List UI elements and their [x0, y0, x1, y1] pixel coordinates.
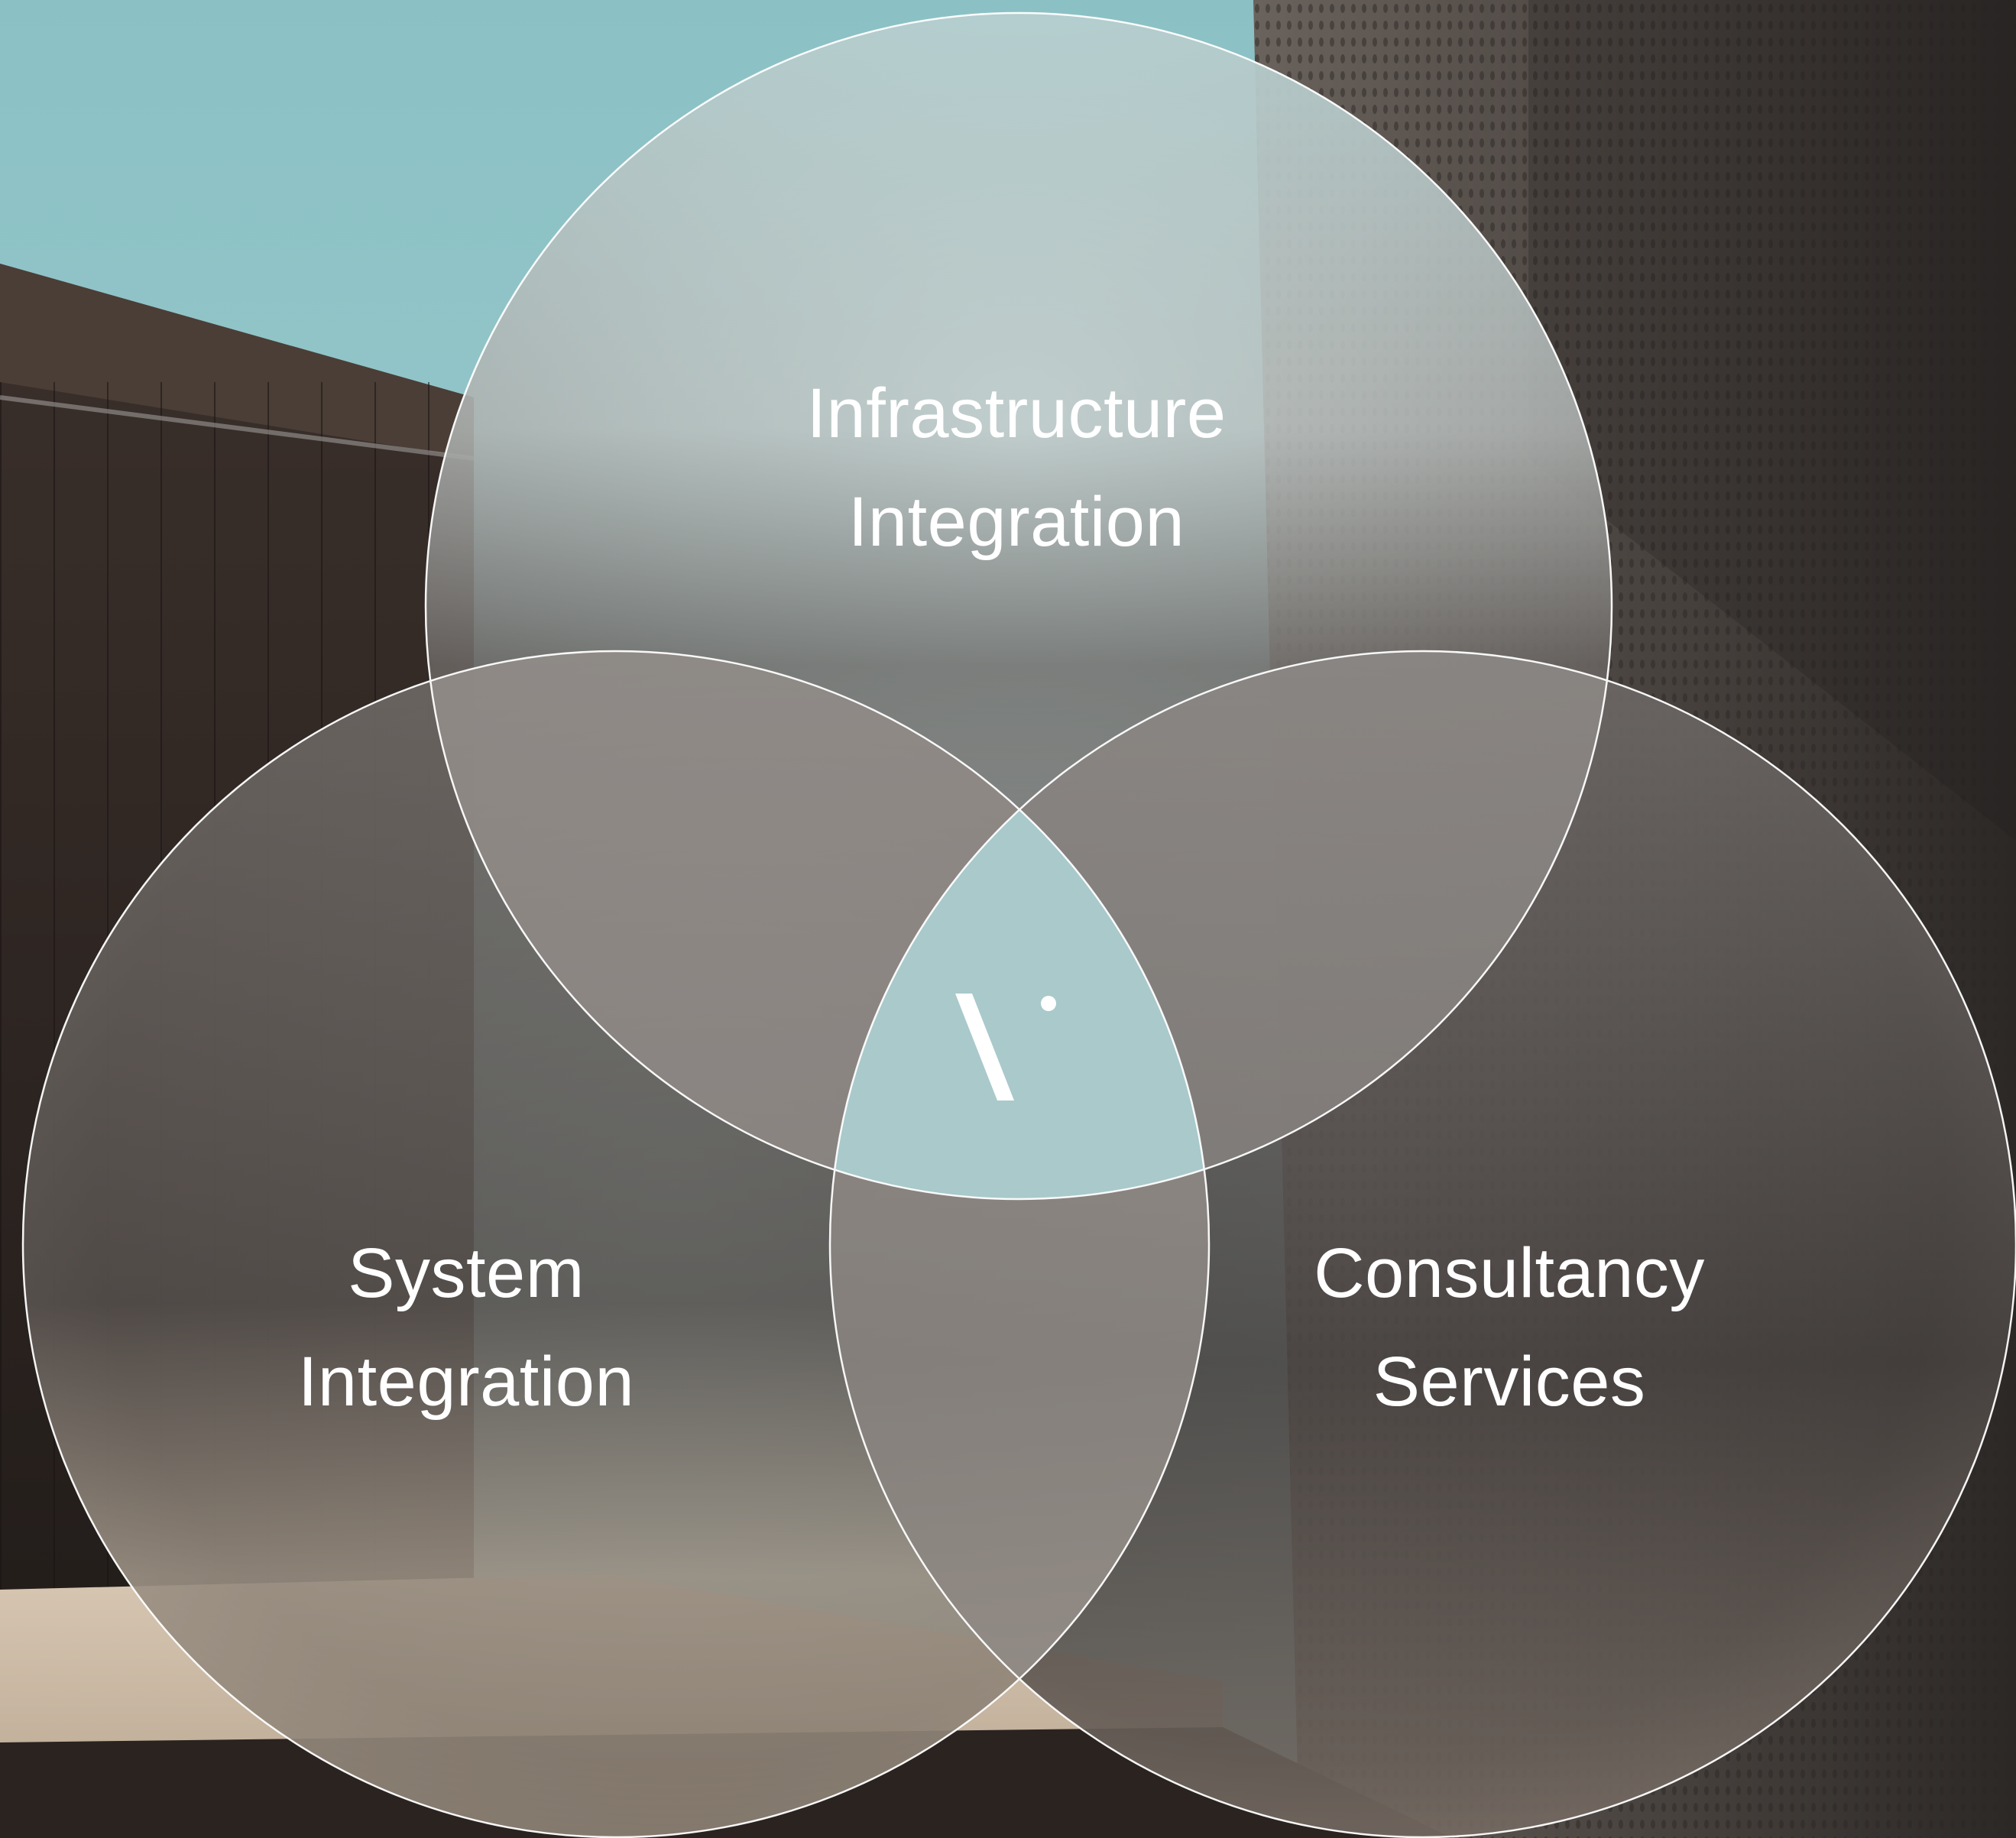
label-consultancy-services: Consultancy Services	[1181, 1219, 1838, 1436]
label-consultancy-line-2: Services	[1373, 1343, 1646, 1421]
label-system-integration: System Integration	[138, 1219, 795, 1436]
center-overlap	[830, 651, 1209, 1199]
label-infrastructure-line-2: Integration	[848, 483, 1185, 561]
label-infrastructure-line-1: Infrastructure	[806, 374, 1227, 452]
label-consultancy-line-1: Consultancy	[1314, 1234, 1705, 1312]
logo-mark-icon	[955, 994, 1056, 1101]
circle-outlines	[21, 11, 2016, 1838]
label-system-line-1: System	[348, 1234, 585, 1312]
label-infrastructure-integration: Infrastructure Integration	[688, 359, 1345, 576]
label-system-line-2: Integration	[297, 1343, 635, 1421]
